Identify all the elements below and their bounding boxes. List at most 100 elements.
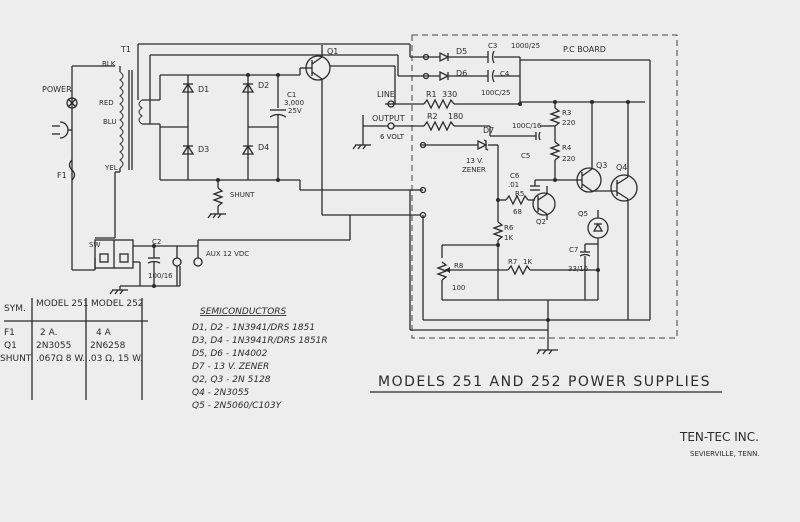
d5-label: D5 <box>456 47 467 56</box>
semi-line-3: D5, D6 - 1N4002 <box>192 349 268 359</box>
c1-label: C1 <box>287 91 296 99</box>
potentiometer-r8 <box>436 261 448 281</box>
capacitor-c3 <box>487 50 495 64</box>
capacitor-c7 <box>579 251 591 257</box>
r8-label: R8 <box>454 262 463 270</box>
diode-d1 <box>181 82 195 93</box>
capacitor-c1 <box>269 109 287 118</box>
line-label: LINE <box>377 90 395 99</box>
resistor-r1 <box>423 98 455 110</box>
table-header-252: MODEL 252 <box>91 299 144 309</box>
table-header-251: MODEL 251 <box>36 299 89 309</box>
c7-label: C7 <box>569 246 578 254</box>
table-cell-r1c3: 4 A <box>96 328 112 338</box>
resistor-r4 <box>549 141 561 161</box>
c5-value: 100C/16 <box>512 122 542 130</box>
output-label: OUTPUT <box>372 114 405 123</box>
ground-sw <box>109 289 128 295</box>
table-cell-r2c3: 2N6258 <box>90 341 126 351</box>
parts-table <box>4 298 148 400</box>
table-header-sym: SYM. <box>4 304 26 314</box>
r8-value: 100 <box>452 284 465 292</box>
yel-label: YEL <box>104 164 118 172</box>
d1-label: D1 <box>198 85 209 94</box>
drawing-title: MODELS 251 AND 252 POWER SUPPLIES <box>378 374 711 390</box>
transformer-t1 <box>115 66 143 173</box>
d2-label: D2 <box>258 81 269 90</box>
power-label: POWER <box>42 85 72 94</box>
c3-value: 1000/25 <box>511 42 540 50</box>
ground-shunt <box>207 213 226 219</box>
pc-board-label: P.C BOARD <box>563 45 606 54</box>
table-cell-r1c1: F1 <box>4 328 15 338</box>
company-name: TEN-TEC INC. <box>679 430 759 444</box>
c1-value: 3,000 <box>284 99 304 107</box>
r5-value: 68 <box>513 208 522 216</box>
c1-volts: 25V <box>288 107 302 115</box>
pc-board-outline <box>411 34 678 339</box>
q2-label: Q2 <box>536 218 546 226</box>
table-cell-r3c3: .03 Ω, 15 W. <box>88 354 143 364</box>
semi-line-7: Q5 - 2N5060/C103Y <box>192 401 283 411</box>
diode-d4 <box>241 144 255 155</box>
r4-value: 220 <box>562 155 575 163</box>
fuse-label: F1 <box>57 171 67 180</box>
c3-label: C3 <box>488 42 497 50</box>
shunt-resistor <box>212 187 224 207</box>
ground-pcb <box>536 349 558 355</box>
r6-value: 1K <box>504 234 513 242</box>
d4-label: D4 <box>258 143 269 152</box>
switch-sw <box>94 239 134 269</box>
r3-label: R3 <box>562 109 571 117</box>
c2-value: 100/16 <box>148 272 173 280</box>
diode-d2 <box>241 82 255 93</box>
capacitor-c6 <box>530 185 540 191</box>
r6-label: R6 <box>504 224 514 232</box>
semi-line-5: Q2, Q3 - 2N 5128 <box>192 375 271 385</box>
r7-value: 1K <box>523 258 532 266</box>
resistor-r2 <box>423 120 455 132</box>
semiconductors-heading: SEMICONDUCTORS <box>200 307 287 317</box>
fuse-f1 <box>68 159 76 181</box>
zener-d7 <box>477 139 489 151</box>
r4-label: R4 <box>562 144 572 152</box>
q5-label: Q5 <box>578 210 588 218</box>
semi-line-2: D3, D4 - 1N3941R/DRS 1851R <box>192 336 328 346</box>
diode-d5 <box>439 51 450 63</box>
c2-label: C2 <box>152 238 161 246</box>
semi-line-4: D7 - 13 V. ZENER <box>192 362 269 372</box>
transistor-q2 <box>532 192 556 216</box>
semi-line-6: Q4 - 2N3055 <box>192 388 249 398</box>
transistor-q4 <box>610 174 638 202</box>
resistor-r7 <box>507 264 531 276</box>
table-cell-r1c2: 2 A. <box>40 328 57 338</box>
resistor-r3 <box>549 107 561 127</box>
q3-label: Q3 <box>596 161 607 170</box>
blk-label: BLK <box>102 60 116 68</box>
power-lamp <box>66 97 78 109</box>
r2-label: R2 <box>427 112 438 121</box>
q1-label: Q1 <box>327 47 338 56</box>
zener-volts: 13 V. <box>466 157 483 165</box>
c4-label: C4 <box>500 70 510 78</box>
r1-value: 330 <box>442 90 457 99</box>
red-label: RED <box>99 99 114 107</box>
aux-jack-a <box>172 257 182 267</box>
table-cell-r3c2: .067Ω 8 W. <box>36 354 85 364</box>
aux-jack-b <box>193 257 203 267</box>
q4-label: Q4 <box>616 163 627 172</box>
output-terminal <box>387 122 395 130</box>
ground-output <box>352 144 371 150</box>
table-cell-r2c1: Q1 <box>4 341 17 351</box>
c4-value: 100C/25 <box>481 89 511 97</box>
r2-value: 180 <box>448 112 463 121</box>
c5-label: C5 <box>521 152 530 160</box>
zener-word: ZENER <box>462 166 486 174</box>
d7-label: D7 <box>483 126 494 135</box>
company-city: SEVIERVILLE, TENN. <box>690 450 760 458</box>
d3-label: D3 <box>198 145 209 154</box>
diode-d6 <box>439 70 450 82</box>
c6-label: C6 <box>510 172 520 180</box>
ac-plug <box>52 121 69 139</box>
